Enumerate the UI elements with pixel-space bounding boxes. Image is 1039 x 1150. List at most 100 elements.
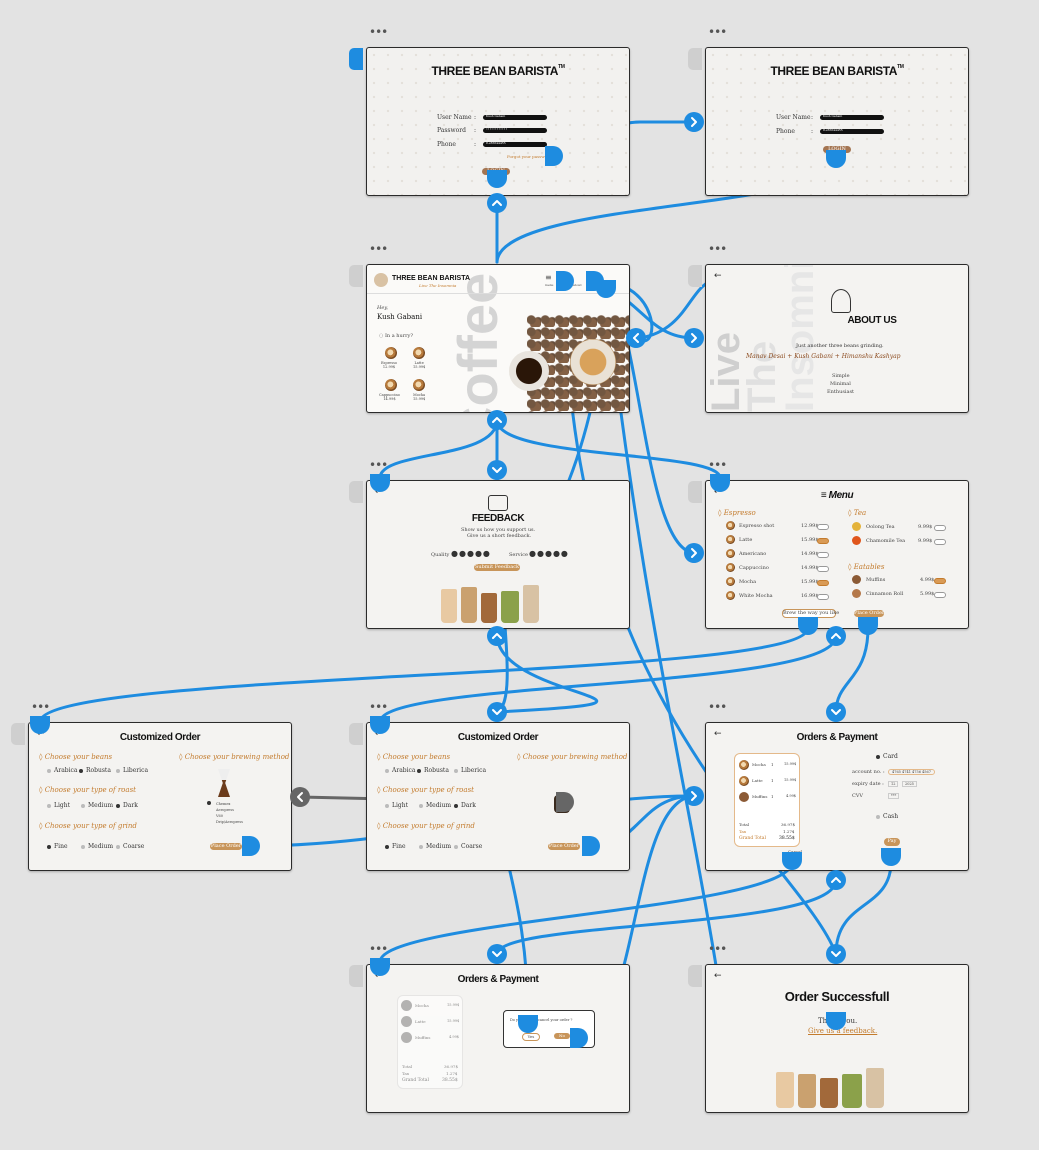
username-field[interactable]: Kush Gabani xyxy=(820,114,884,120)
frame-menu-dots[interactable]: ••• xyxy=(708,242,727,256)
back-arrow-icon[interactable]: ← xyxy=(714,971,722,981)
frame-tab[interactable] xyxy=(349,965,363,987)
service-rating[interactable]: ●●●●● xyxy=(529,549,569,558)
feedback-link[interactable]: Give us a feedback. xyxy=(808,1027,878,1035)
brew-option[interactable]: Aeropress xyxy=(216,808,234,812)
order-qty[interactable]: 1 xyxy=(771,762,774,767)
submit-feedback-button[interactable]: Submit Feedback xyxy=(474,564,520,571)
nav-feedback[interactable]: feedback xyxy=(599,283,613,287)
frame-tab[interactable] xyxy=(688,481,702,503)
back-arrow-icon[interactable]: ← xyxy=(375,971,383,981)
target-arrow[interactable] xyxy=(826,944,846,964)
frame-menu-dots[interactable]: ••• xyxy=(369,700,388,714)
phone-field[interactable]: 8+86644455 xyxy=(483,141,547,147)
target-arrow[interactable] xyxy=(826,702,846,722)
target-arrow[interactable] xyxy=(487,626,507,646)
pay-button[interactable]: Pay xyxy=(884,838,900,846)
frame-tab[interactable] xyxy=(349,481,363,503)
back-arrow-icon[interactable]: ← xyxy=(375,729,383,739)
grind-option[interactable]: Coarse xyxy=(454,843,482,850)
bean-option[interactable]: Robusta xyxy=(417,767,449,774)
grind-option[interactable]: Medium xyxy=(81,843,113,850)
frame-tab[interactable] xyxy=(349,723,363,745)
frame-tab[interactable] xyxy=(11,723,25,745)
brew-option[interactable]: Chemex xyxy=(216,802,231,806)
nav-about[interactable]: about xyxy=(573,283,582,287)
phone-field[interactable]: 8+86644455 xyxy=(820,128,884,134)
added-button[interactable] xyxy=(934,578,946,584)
grind-option[interactable]: Fine xyxy=(385,843,406,850)
target-arrow[interactable] xyxy=(487,193,507,213)
order-qty[interactable]: 1 xyxy=(771,778,774,783)
add-button[interactable] xyxy=(817,552,829,558)
frame-menu-dots[interactable]: ••• xyxy=(369,242,388,256)
bean-option[interactable]: Arabica xyxy=(47,767,77,774)
cappuccino-icon[interactable] xyxy=(385,379,397,391)
card-option[interactable]: Card xyxy=(876,753,898,760)
target-arrow[interactable] xyxy=(826,870,846,890)
target-arrow[interactable] xyxy=(487,944,507,964)
frame-menu-dots[interactable]: ••• xyxy=(708,700,727,714)
target-arrow-gray[interactable] xyxy=(290,787,310,807)
place-order-button[interactable]: Place Order xyxy=(854,610,885,617)
add-button[interactable] xyxy=(817,594,829,600)
target-arrow[interactable] xyxy=(487,702,507,722)
brew-option[interactable]: Drip/Aeropress xyxy=(216,820,243,824)
frame-menu-dots[interactable]: ••• xyxy=(31,700,50,714)
place-order-button[interactable]: Place Order xyxy=(210,843,242,850)
add-button[interactable] xyxy=(934,592,946,598)
password-field[interactable]: •••••••••••• xyxy=(483,127,547,133)
order-qty[interactable]: 1 xyxy=(771,794,774,799)
frame-menu-dots[interactable]: ••• xyxy=(708,942,727,956)
roast-option[interactable]: Dark xyxy=(454,802,476,809)
cvv-field[interactable]: *** xyxy=(888,793,900,799)
expiry-month[interactable]: 12 xyxy=(888,781,899,787)
place-order-button[interactable]: Place Order xyxy=(548,843,580,850)
frame-menu-dots[interactable]: ••• xyxy=(369,25,388,39)
bean-option[interactable]: Arabica xyxy=(385,767,415,774)
quality-rating[interactable]: ●●●●● xyxy=(451,549,491,558)
frame-menu-dots[interactable]: ••• xyxy=(369,942,388,956)
frame-tab[interactable] xyxy=(688,965,702,987)
roast-option[interactable]: Medium xyxy=(81,802,113,809)
frame-menu-dots[interactable]: ••• xyxy=(708,458,727,472)
roast-option[interactable]: Light xyxy=(47,802,70,809)
login-button[interactable]: LOGIN xyxy=(482,168,510,175)
latte-icon[interactable] xyxy=(413,347,425,359)
grind-option[interactable]: Fine xyxy=(47,843,68,850)
brew-radio[interactable] xyxy=(207,800,214,806)
no-button[interactable]: No xyxy=(554,1033,570,1039)
login-button[interactable]: LOGIN xyxy=(823,146,851,153)
nav-menu[interactable]: menu xyxy=(545,283,554,287)
back-arrow-icon[interactable]: ← xyxy=(37,729,45,739)
frame-menu-dots[interactable]: ••• xyxy=(369,458,388,472)
brew-option[interactable]: V60 xyxy=(216,814,223,818)
cash-option[interactable]: Cash xyxy=(876,813,898,820)
back-arrow-icon[interactable]: ← xyxy=(714,271,722,281)
brew-your-way-button[interactable]: Brew the way you like xyxy=(782,609,840,618)
mocha-icon[interactable] xyxy=(413,379,425,391)
target-arrow[interactable] xyxy=(487,410,507,430)
add-button[interactable] xyxy=(817,524,829,530)
menu-icon[interactable]: ≡ xyxy=(545,273,552,282)
frame-start-tab[interactable] xyxy=(349,48,363,70)
account-field[interactable]: 4765 4741 4756 4567 xyxy=(888,769,935,775)
frame-tab[interactable] xyxy=(688,48,702,70)
back-arrow-icon[interactable]: ← xyxy=(714,487,722,497)
add-button[interactable] xyxy=(817,566,829,572)
target-arrow[interactable] xyxy=(684,786,704,806)
back-arrow-icon[interactable]: ← xyxy=(714,729,722,739)
frame-tab[interactable] xyxy=(349,265,363,287)
bean-option[interactable]: Robusta xyxy=(79,767,111,774)
target-arrow[interactable] xyxy=(684,328,704,348)
espresso-icon[interactable] xyxy=(385,347,397,359)
grind-option[interactable]: Coarse xyxy=(116,843,144,850)
back-arrow-icon[interactable]: ← xyxy=(375,487,383,497)
username-field[interactable]: Kush Gabani xyxy=(483,114,547,120)
bean-option[interactable]: Liberica xyxy=(454,767,486,774)
roast-option[interactable]: Medium xyxy=(419,802,451,809)
